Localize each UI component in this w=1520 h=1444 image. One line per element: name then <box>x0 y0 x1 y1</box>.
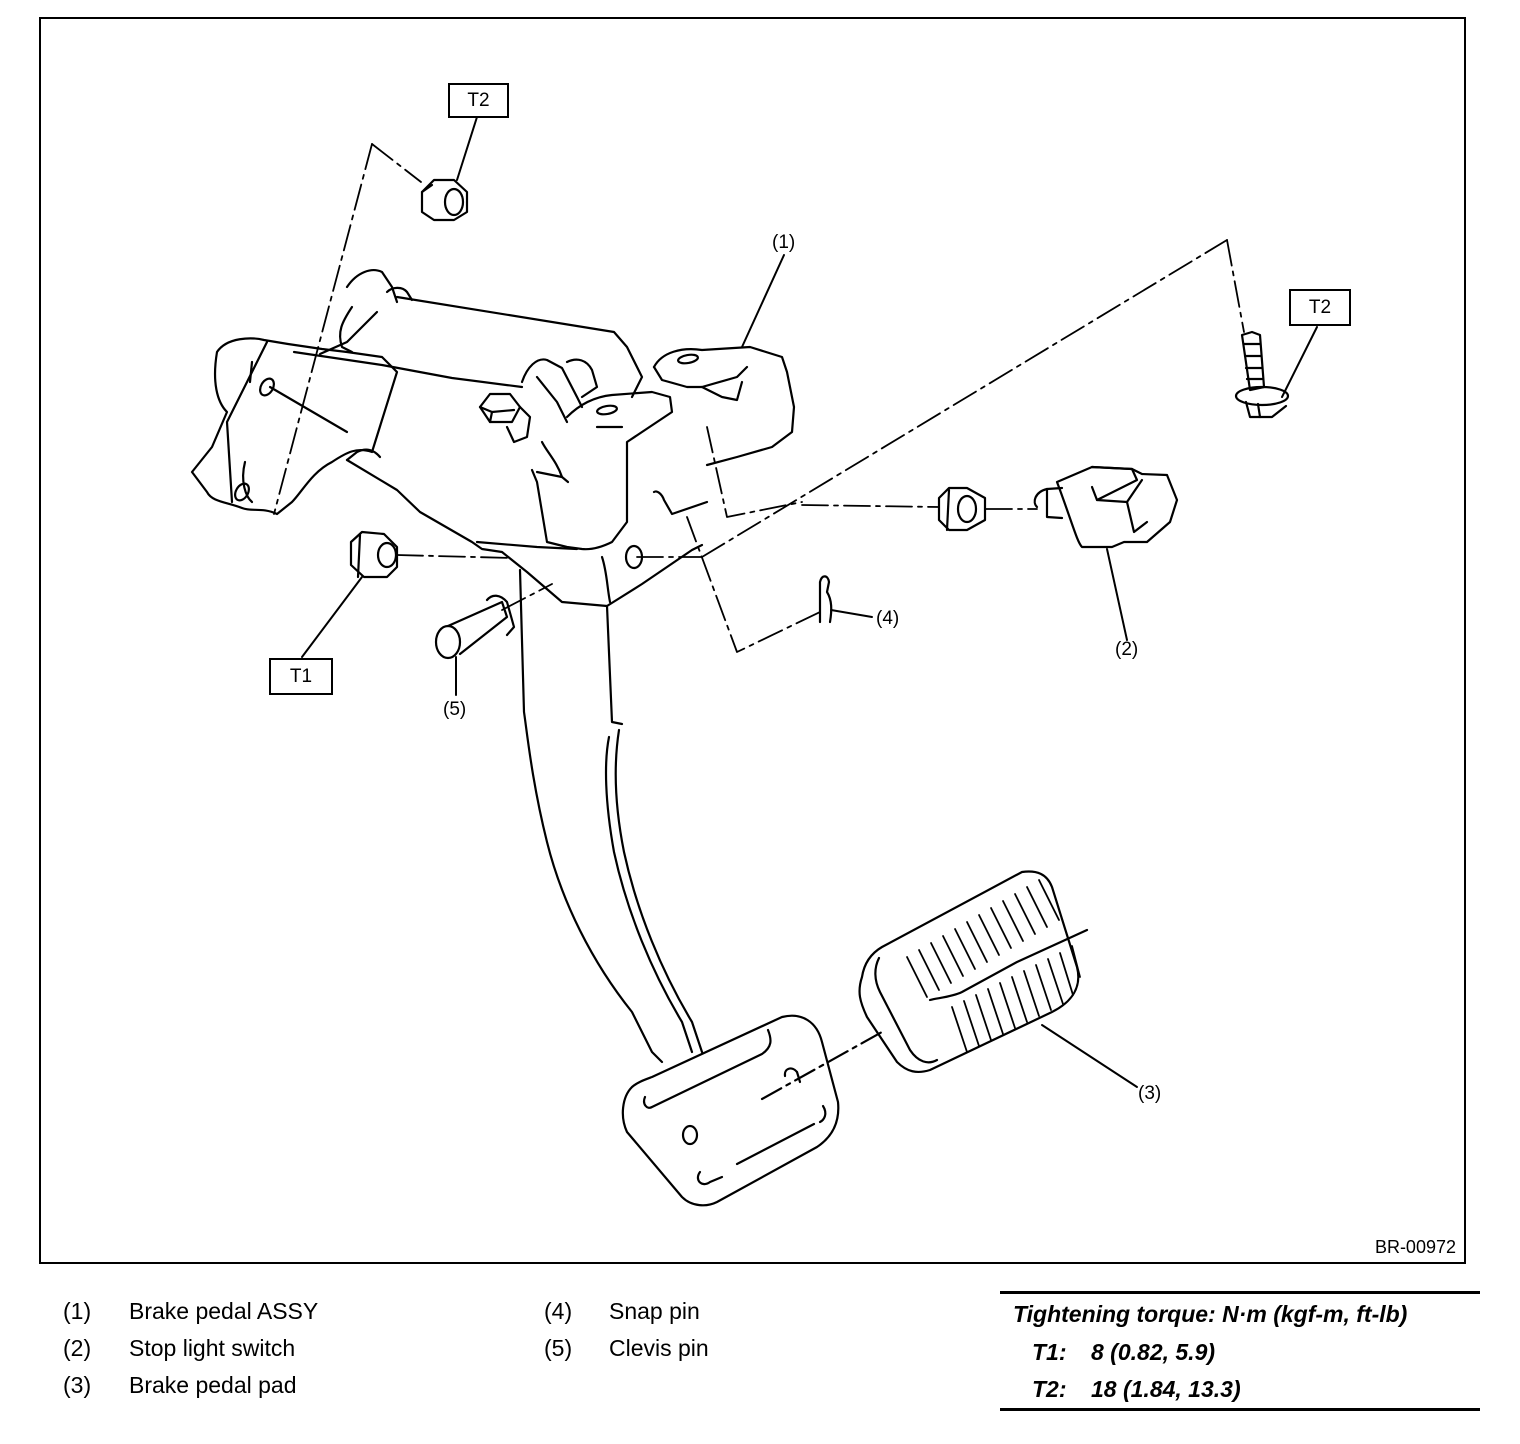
nut-t1 <box>349 530 399 579</box>
callout-4: (4) <box>876 608 899 629</box>
torque-title: Tightening torque: N·m (kgf-m, ft-lb) <box>1013 1301 1408 1327</box>
nut-t2-top <box>420 178 469 222</box>
legend-label: Clevis pin <box>609 1335 709 1361</box>
legend-label: Snap pin <box>609 1298 700 1324</box>
pedal-base-plate-drawing <box>621 1014 884 1207</box>
torque-key-t2: T2: <box>1032 1376 1067 1402</box>
bolt-t2 <box>1234 330 1290 419</box>
legend-number: (5) <box>544 1335 573 1361</box>
tightening-torque-table: Tightening torque: N·m (kgf-m, ft-lb) T1… <box>1000 1291 1480 1411</box>
illustration-frame: (1) (2) (3) (4) (5) T2 T2 T1 BR-00972 <box>39 17 1466 1264</box>
legend-label: Stop light switch <box>129 1335 296 1361</box>
legend-number: (2) <box>63 1335 92 1361</box>
legend-label: Brake pedal ASSY <box>129 1298 319 1324</box>
figure-id: BR-00972 <box>1374 1237 1456 1257</box>
clevis-pin-drawing <box>434 594 516 660</box>
callout-3: (3) <box>1138 1083 1161 1104</box>
torque-tag-t2-bolt: T2 <box>1289 289 1351 326</box>
snap-pin-drawing <box>818 575 833 624</box>
stop-light-switch-drawing <box>1033 465 1179 549</box>
switch-lock-nut <box>937 486 987 532</box>
pad-grip-ribs <box>906 879 1081 1053</box>
brake-pedal-exploded-view: (1) (2) (3) (4) (5) <box>190 116 1318 1207</box>
torque-tag-t2-nut: T2 <box>448 83 509 118</box>
brake-pedal-pad-drawing <box>858 870 1089 1073</box>
legend-label: Brake pedal pad <box>129 1372 297 1398</box>
legend-number: (4) <box>544 1298 573 1324</box>
brake-pedal-assy-drawing <box>190 269 796 1064</box>
torque-key-t1: T1: <box>1032 1339 1067 1365</box>
callout-1: (1) <box>772 232 795 253</box>
assembly-center-lines <box>273 143 1245 653</box>
torque-value-t2: 18 (1.84, 13.3) <box>1091 1376 1241 1402</box>
callout-2: (2) <box>1115 639 1138 660</box>
legend-number: (3) <box>63 1372 92 1398</box>
torque-tag-t1: T1 <box>269 658 333 695</box>
legend-number: (1) <box>63 1298 92 1324</box>
torque-value-t1: 8 (0.82, 5.9) <box>1091 1339 1216 1365</box>
callout-5: (5) <box>443 699 466 720</box>
leader-lines <box>301 116 1318 1088</box>
